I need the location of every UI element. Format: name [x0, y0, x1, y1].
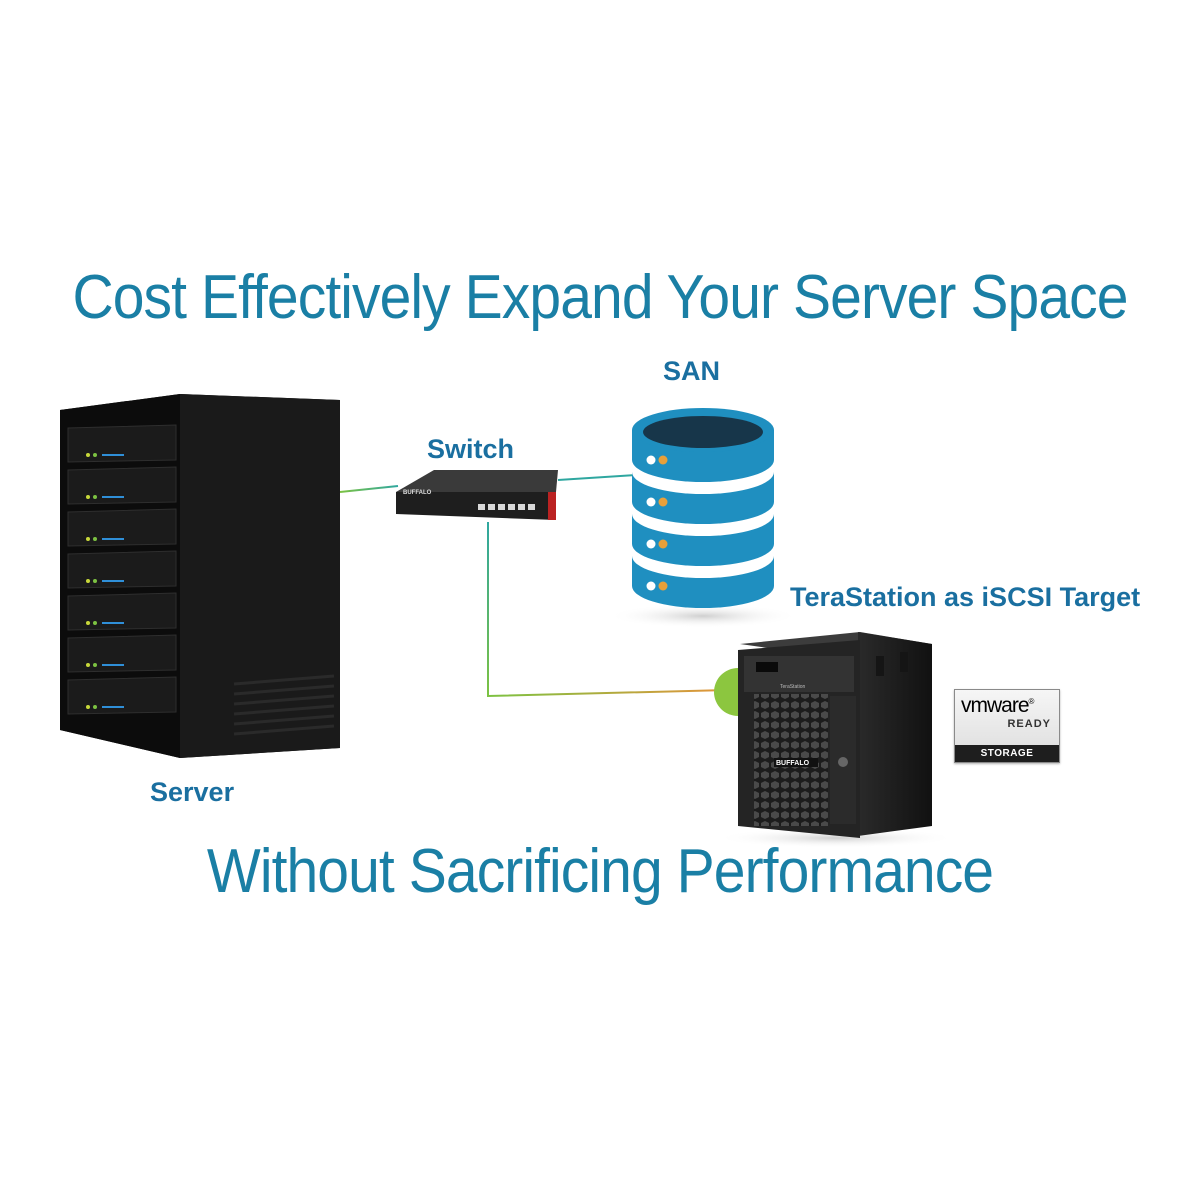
disk-led: [659, 498, 668, 507]
bay-indicator: [102, 496, 124, 498]
status-led: [93, 663, 97, 667]
terastation-label: TeraStation as iSCSI Target: [790, 582, 1140, 613]
server-bay: [68, 677, 176, 714]
status-led: [86, 495, 90, 499]
disk-led: [647, 540, 656, 549]
switch-san-link: [558, 475, 636, 480]
disk-led: [647, 498, 656, 507]
status-led: [86, 663, 90, 667]
server-switch-link: [340, 486, 398, 492]
status-led: [86, 705, 90, 709]
switch-label: Switch: [427, 434, 514, 465]
bay-indicator: [102, 706, 124, 708]
status-led: [93, 579, 97, 583]
server-bay: [68, 593, 176, 630]
server-rack: [60, 394, 340, 758]
status-led: [86, 579, 90, 583]
badge-ready-text: READY: [1007, 718, 1051, 730]
server-bay: [68, 635, 176, 672]
bay-indicator: [102, 622, 124, 624]
bay-indicator: [102, 538, 124, 540]
disk-led: [659, 456, 668, 465]
status-led: [93, 495, 97, 499]
san-storage-icon: [608, 408, 798, 628]
bay-indicator: [102, 580, 124, 582]
nas-model-text: TeraStation: [780, 684, 806, 690]
nas-port-marker: [714, 668, 738, 716]
disk-led: [659, 582, 668, 591]
badge-storage-text: STORAGE: [955, 745, 1059, 762]
status-led: [93, 537, 97, 541]
status-led: [86, 537, 90, 541]
switch-brand: BUFFALO: [403, 490, 432, 496]
page-subtitle: Without Sacrificing Performance: [48, 836, 1152, 907]
status-led: [86, 453, 90, 457]
bay-indicator: [102, 664, 124, 666]
terastation-nas: TeraStation BUFFALO: [716, 632, 956, 848]
network-switch: BUFFALO: [396, 470, 558, 520]
server-label: Server: [150, 777, 234, 808]
status-led: [86, 621, 90, 625]
server-bay: [68, 551, 176, 588]
vmware-ready-badge: vmware® READY STORAGE: [954, 689, 1060, 763]
status-led: [93, 453, 97, 457]
status-led: [93, 621, 97, 625]
server-bay: [68, 467, 176, 504]
disk-led: [659, 540, 668, 549]
san-disk: [632, 408, 774, 482]
nas-brand: BUFFALO: [776, 760, 810, 767]
vmware-logo: vmware®: [961, 694, 1033, 718]
disk-led: [647, 582, 656, 591]
disk-led: [647, 456, 656, 465]
status-led: [93, 705, 97, 709]
san-label: SAN: [663, 356, 720, 387]
bay-indicator: [102, 454, 124, 456]
server-bay: [68, 425, 176, 462]
server-bay: [68, 509, 176, 546]
